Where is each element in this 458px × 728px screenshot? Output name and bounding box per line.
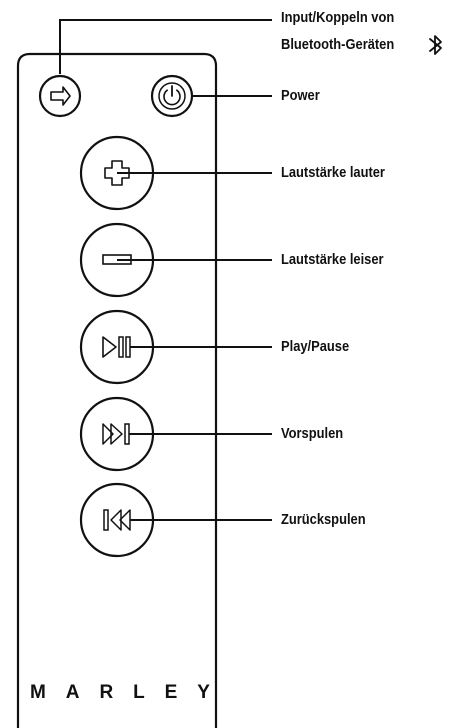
brand-logo: M A R L E Y — [30, 682, 210, 704]
label-forward: Vorspulen — [281, 425, 344, 442]
remote-body-outline — [16, 52, 218, 728]
brand-letter: L — [133, 682, 145, 703]
label-play-pause: Play/Pause — [281, 338, 350, 355]
leader-line-input — [59, 19, 272, 74]
label-volume-up: Lautstärke lauter — [281, 164, 385, 181]
brand-letter: A — [65, 682, 80, 703]
arrow-right-icon — [50, 86, 71, 106]
brand-letter: R — [99, 682, 114, 703]
power-button[interactable] — [150, 74, 194, 118]
label-power: Power — [281, 87, 320, 104]
label-input-line2: Bluetooth-Geräten — [281, 36, 395, 53]
plus-icon — [104, 160, 130, 186]
brand-letter: E — [164, 682, 178, 703]
brand-letter: M — [30, 682, 46, 703]
rewind-button[interactable] — [79, 482, 155, 558]
label-volume-down: Lautstärke leiser — [281, 251, 384, 268]
brand-letter: Y — [197, 682, 210, 703]
input-button[interactable] — [38, 74, 82, 118]
power-icon — [158, 82, 186, 110]
label-rewind: Zurückspulen — [281, 511, 366, 528]
label-input: Input/Koppeln von — [281, 9, 395, 26]
play-pause-icon — [102, 336, 131, 358]
bluetooth-icon — [429, 35, 442, 55]
